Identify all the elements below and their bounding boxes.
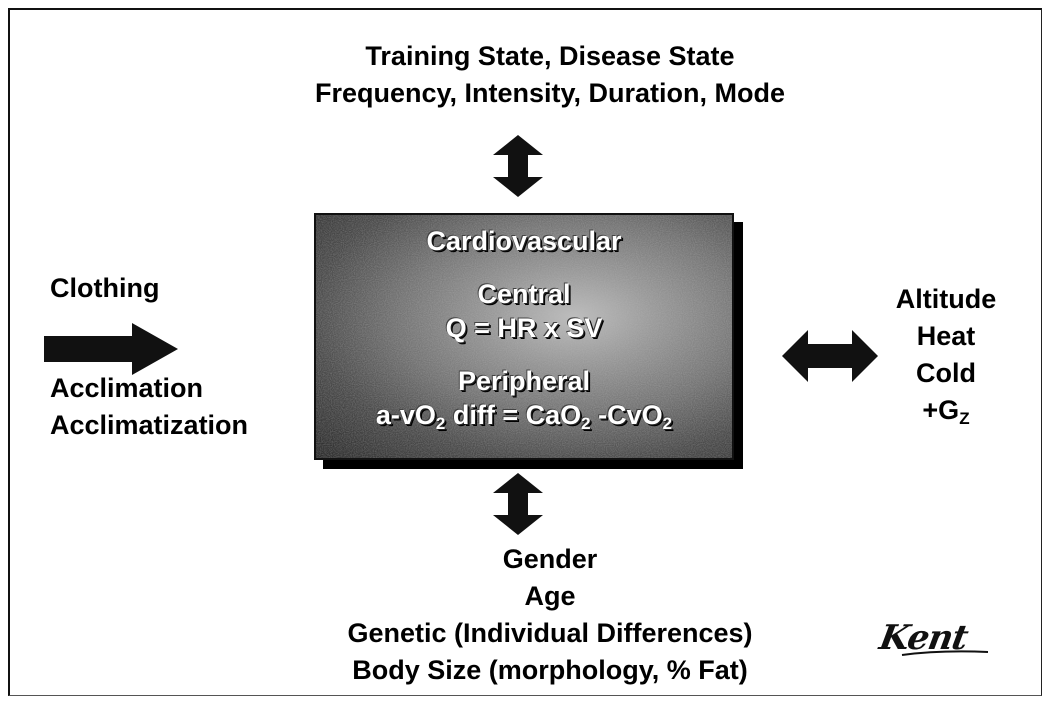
- peripheral-equation: a-vO2 diff = CaO2 -CvO2: [316, 399, 732, 433]
- gz-label: +GZ: [866, 392, 1026, 429]
- acclimation-label: Acclimation: [50, 373, 204, 403]
- peripheral-label: Peripheral: [457, 366, 591, 396]
- peripheral-eq-sub-3: 2: [662, 414, 673, 433]
- central-label: Central: [477, 279, 571, 309]
- left-factors-top: Clothing: [50, 270, 159, 307]
- cardiovascular-box: Cardiovascular Central Q = HR x SV Perip…: [314, 213, 734, 460]
- gz-main: +G: [922, 395, 960, 425]
- top-factors-line-1: Training State, Disease State: [365, 41, 735, 71]
- peripheral-eq-part-2: diff = CaO: [445, 400, 582, 430]
- gender-label: Gender: [502, 544, 598, 574]
- box-title: Cardiovascular: [426, 226, 622, 256]
- clothing-label: Clothing: [50, 273, 160, 303]
- bottom-factors: Gender Age Genetic (Individual Differenc…: [260, 541, 840, 689]
- double-vertical-arrow-icon: [493, 473, 543, 535]
- body-size-label: Body Size (morphology, % Fat): [352, 655, 748, 685]
- peripheral-eq-part-3: -CvO: [590, 400, 663, 430]
- right-arrow-icon: [44, 323, 178, 375]
- logo-swoosh-icon: [901, 650, 989, 656]
- central-equation: Q = HR x SV: [445, 313, 603, 343]
- left-factors-bottom: Acclimation Acclimatization: [50, 370, 248, 444]
- altitude-label: Altitude: [895, 284, 997, 314]
- top-factors-line-2: Frequency, Intensity, Duration, Mode: [314, 78, 786, 108]
- acclimatization-label: Acclimatization: [50, 410, 249, 440]
- heat-label: Heat: [916, 321, 976, 351]
- peripheral-eq-sub-2: 2: [581, 414, 591, 433]
- peripheral-eq-part-1: a-vO: [375, 400, 436, 430]
- genetic-label: Genetic (Individual Differences): [347, 618, 753, 648]
- cold-label: Cold: [916, 358, 976, 388]
- double-horizontal-arrow-icon: [782, 330, 878, 382]
- peripheral-eq-sub-1: 2: [435, 414, 446, 433]
- box-texture: [316, 215, 732, 458]
- gz-sub: Z: [959, 409, 970, 428]
- age-label: Age: [524, 581, 576, 611]
- top-factors: Training State, Disease State Frequency,…: [260, 38, 840, 112]
- double-vertical-arrow-icon: [493, 135, 543, 197]
- kent-logo: Kent: [876, 618, 990, 668]
- right-factors: Altitude Heat Cold +GZ: [866, 281, 1026, 429]
